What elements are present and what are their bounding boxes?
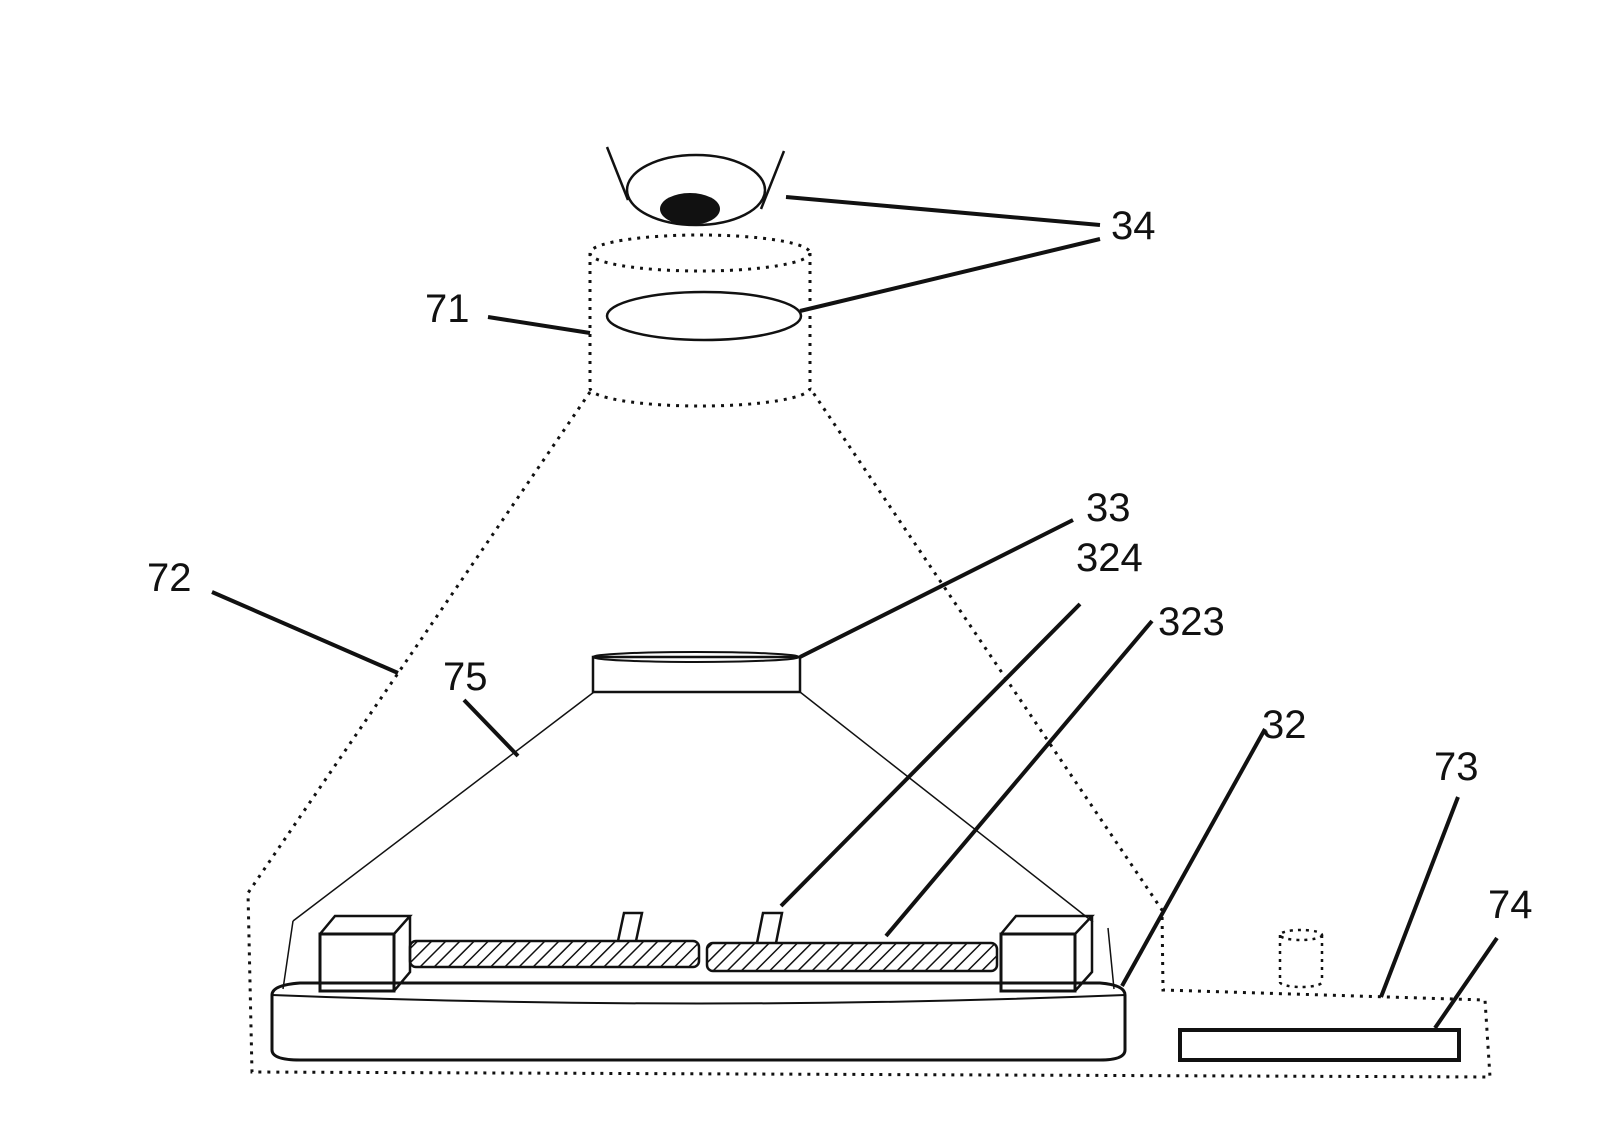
label-72: 72	[147, 556, 192, 600]
eyepiece-tube	[588, 233, 812, 408]
label-74: 74	[1488, 883, 1533, 927]
label-323: 323	[1158, 600, 1225, 644]
light-path-left	[292, 691, 595, 922]
label-324: 324	[1076, 536, 1143, 580]
label-75: 75	[443, 655, 488, 699]
light-path-right	[799, 691, 1094, 923]
strip-tabs	[616, 911, 784, 944]
component-74-plate	[1178, 1028, 1461, 1062]
label-32: 32	[1262, 703, 1307, 747]
eyepiece-lens	[605, 290, 803, 342]
label-33: 33	[1086, 486, 1131, 530]
label-34: 34	[1111, 204, 1156, 248]
small-cylinder	[1278, 928, 1324, 989]
base-platform	[270, 981, 1127, 1062]
right-block	[999, 914, 1095, 993]
label-71: 71	[425, 287, 470, 331]
eye-icon	[605, 146, 786, 227]
sample-strips	[408, 939, 999, 973]
left-block	[318, 914, 413, 993]
objective-lens	[591, 651, 802, 694]
housing-outline	[246, 387, 1492, 1079]
label-73: 73	[1434, 745, 1479, 789]
leader-lines	[211, 195, 1499, 1030]
